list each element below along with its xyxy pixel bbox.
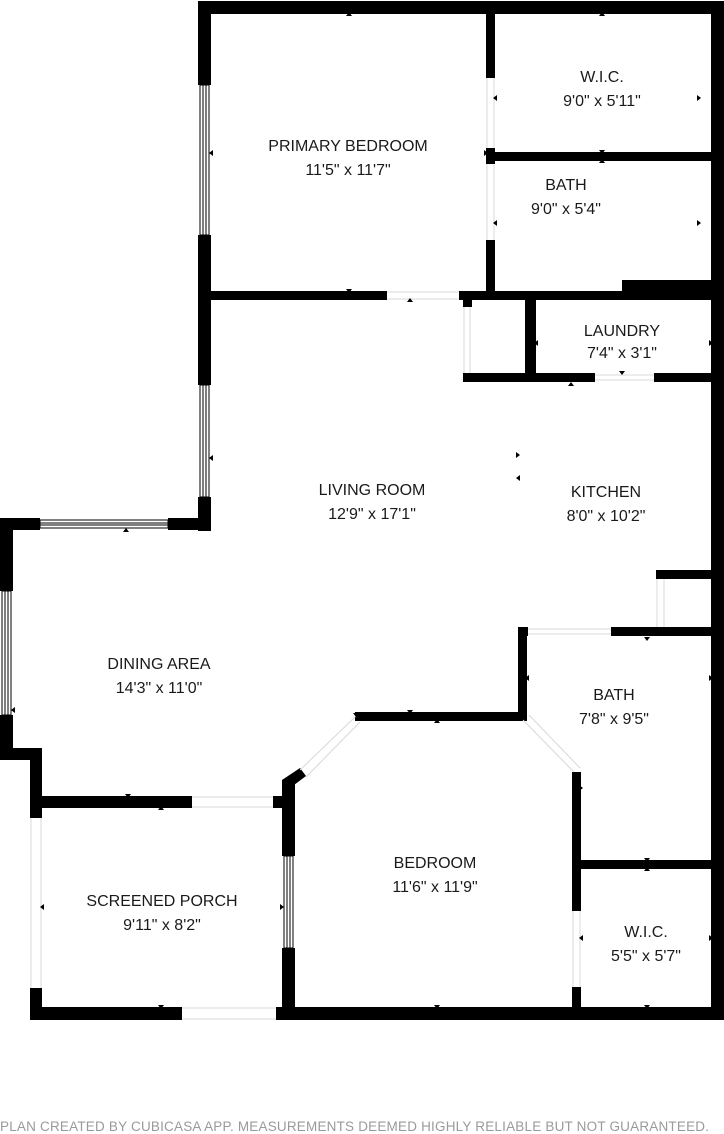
room-name: LAUNDRY <box>584 323 661 340</box>
room-bedroom: BEDROOM 11'6" x 11'9" <box>392 855 477 896</box>
room-name: W.I.C. <box>580 69 624 86</box>
room-dimensions: 9'0" x 5'11" <box>563 93 641 110</box>
walls <box>0 1 724 1020</box>
room-living-room: LIVING ROOM 12'9" x 17'1" <box>319 482 426 523</box>
openings <box>30 78 665 1020</box>
room-dimensions: 8'0" x 10'2" <box>567 508 646 525</box>
room-kitchen: KITCHEN 8'0" x 10'2" <box>567 484 646 525</box>
room-dimensions: 9'0" x 5'4" <box>531 201 601 218</box>
footer-disclaimer: PLAN CREATED BY CUBICASA APP. MEASUREMEN… <box>0 1119 710 1134</box>
room-name: BATH <box>593 687 634 704</box>
room-dining-area: DINING AREA 14'3" x 11'0" <box>107 656 210 697</box>
room-name: BEDROOM <box>394 855 477 872</box>
room-bath-right: BATH 7'8" x 9'5" <box>579 687 649 728</box>
room-dimensions: 7'4" x 3'1" <box>587 345 657 362</box>
room-name: KITCHEN <box>571 484 641 501</box>
room-wic-top: W.I.C. 9'0" x 5'11" <box>563 69 641 110</box>
room-name: BATH <box>545 177 586 194</box>
room-dimensions: 7'8" x 9'5" <box>579 711 649 728</box>
room-name: PRIMARY BEDROOM <box>268 138 427 155</box>
room-dimensions: 11'5" x 11'7" <box>305 162 390 179</box>
room-name: W.I.C. <box>624 924 668 941</box>
dimension-markers <box>11 12 713 1009</box>
room-name: DINING AREA <box>107 656 210 673</box>
room-dimensions: 5'5" x 5'7" <box>611 948 681 965</box>
room-bath-top: BATH 9'0" x 5'4" <box>531 177 601 218</box>
room-wic-bottom: W.I.C. 5'5" x 5'7" <box>611 924 681 965</box>
room-primary-bedroom: PRIMARY BEDROOM 11'5" x 11'7" <box>268 138 427 179</box>
room-name: SCREENED PORCH <box>86 893 237 910</box>
room-dimensions: 12'9" x 17'1" <box>328 506 416 523</box>
room-labels: PRIMARY BEDROOM 11'5" x 11'7" W.I.C. 9'0… <box>86 69 681 965</box>
windows <box>1 84 294 949</box>
room-screened-porch: SCREENED PORCH 9'11" x 8'2" <box>86 893 237 934</box>
room-laundry: LAUNDRY 7'4" x 3'1" <box>584 323 661 362</box>
room-name: LIVING ROOM <box>319 482 426 499</box>
room-dimensions: 11'6" x 11'9" <box>392 879 477 896</box>
room-dimensions: 9'11" x 8'2" <box>123 917 201 934</box>
room-dimensions: 14'3" x 11'0" <box>116 680 203 697</box>
